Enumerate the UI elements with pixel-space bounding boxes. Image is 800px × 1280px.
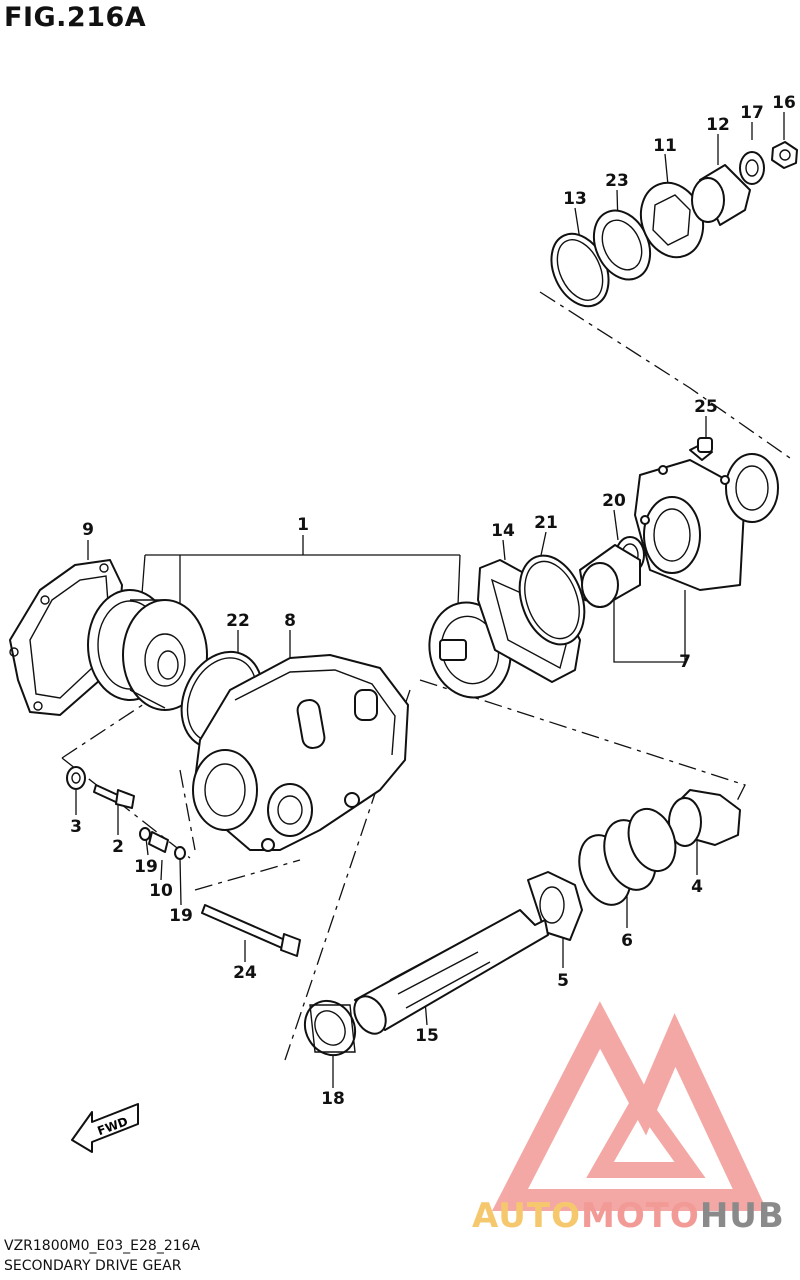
brand-auto: AUTO [472, 1196, 581, 1236]
part-19-o-ring-lower [174, 846, 186, 860]
part-6-spring [578, 808, 677, 906]
part-19-o-ring-upper [139, 827, 151, 841]
part-15-shaft [353, 909, 549, 1035]
part-16-nut [771, 141, 798, 169]
watermark-brand: AUTOMOTOHUB [472, 1196, 785, 1236]
callout-16: 16 [772, 93, 796, 113]
callout-8: 8 [284, 611, 296, 631]
callout-12: 12 [706, 115, 730, 135]
fwd-arrow-icon: FWD [71, 1103, 139, 1153]
callout-18: 18 [321, 1089, 345, 1109]
part-7-bearing-housing [579, 453, 779, 608]
automotohub-logo [491, 1001, 768, 1211]
figure-title: FIG.216A [4, 2, 147, 33]
part-21-o-ring [518, 554, 586, 646]
part-23-seal [592, 209, 652, 281]
callout-9: 9 [82, 520, 94, 540]
callout-5: 5 [557, 971, 569, 991]
callout-21: 21 [534, 513, 558, 533]
callout-15: 15 [415, 1026, 439, 1046]
callout-1: 1 [297, 515, 309, 535]
callout-labels: 1 2 3 4 5 6 7 8 9 10 11 12 13 14 15 16 1… [70, 93, 796, 1109]
part-25-bolt [689, 437, 713, 461]
callout-7: 7 [679, 652, 691, 672]
part-8-gear-case [192, 654, 409, 852]
callout-25: 25 [694, 397, 718, 417]
callout-19-upper: 19 [134, 857, 158, 877]
callout-17: 17 [740, 103, 764, 123]
callout-11: 11 [653, 136, 677, 156]
part-2-bolt [93, 784, 135, 809]
footer-diagram-name: SECONDARY DRIVE GEAR [4, 1258, 182, 1274]
callout-6: 6 [621, 931, 633, 951]
callout-13: 13 [563, 189, 587, 209]
part-10-dowel-pin [148, 831, 169, 853]
part-3-washer [66, 766, 86, 790]
brand-moto: MOTO [580, 1196, 700, 1236]
part-17-washer [739, 151, 765, 185]
part-1-bevel-gear-left [87, 589, 208, 711]
brand-hub: HUB [699, 1196, 785, 1236]
leader-lines [75, 112, 785, 1088]
callout-20: 20 [602, 491, 626, 511]
callout-10: 10 [149, 881, 173, 901]
callout-24: 24 [233, 963, 257, 983]
callout-23: 23 [605, 171, 629, 191]
part-18-needle-bearing [303, 999, 357, 1057]
callout-2: 2 [112, 837, 124, 857]
callout-19-lower: 19 [169, 906, 193, 926]
callout-14: 14 [491, 521, 515, 541]
part-12-coupling [691, 164, 751, 226]
footer-diagram-code: VZR1800M0_E03_E28_216A [4, 1238, 201, 1254]
part-4-cam [668, 789, 741, 847]
part-24-long-bolt [201, 904, 301, 957]
callout-3: 3 [70, 817, 82, 837]
callout-4: 4 [691, 877, 703, 897]
callout-22: 22 [226, 611, 250, 631]
